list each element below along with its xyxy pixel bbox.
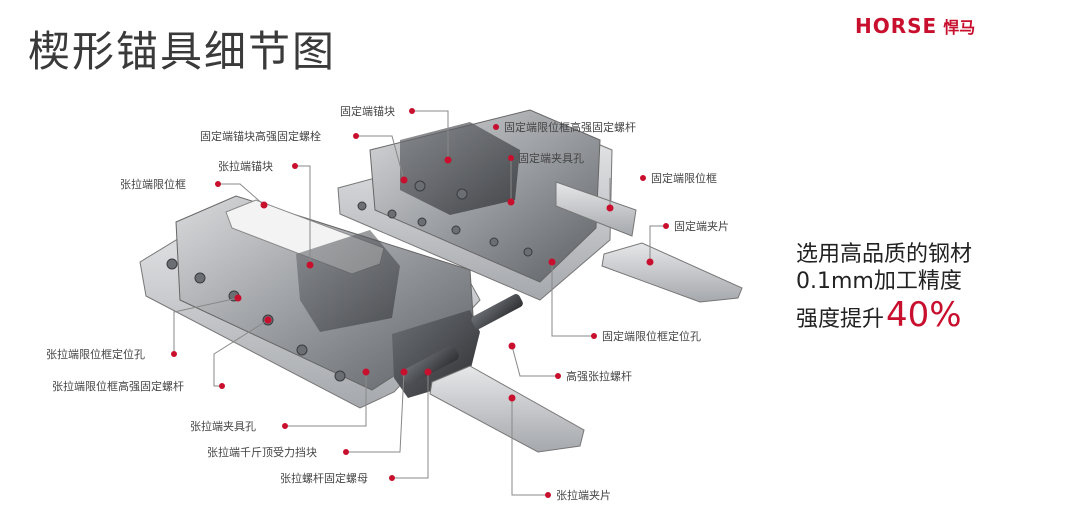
label-text: 高强张拉螺杆 [566,369,632,383]
label-tension-limit-frame-bolt: 张拉端限位框高强固定螺杆 [52,379,225,393]
fixed-bolts [357,180,533,257]
label-fixed-anchor-block: 固定端锚块 [340,104,415,118]
label-fixed-clamp-plate: 固定端夹片 [663,219,729,233]
label-tension-clamp-plate: 张拉端夹片 [545,488,611,502]
tension-anchor-block-part [296,230,400,332]
brand-logo: HORSE 悍马 [855,14,976,38]
label-tension-nut: 张拉螺杆固定螺母 [280,471,395,485]
label-fixed-limit-frame: 固定端限位框 [640,171,717,185]
label-text: 固定端锚块 [340,104,395,118]
feature-precision: 0.1mm加工精度 [796,269,962,294]
label-tension-jack-block: 张拉端千斤顶受力挡块 [207,445,349,459]
label-text: 张拉端限位框 [120,177,186,191]
brand-mark: HORSE [855,14,938,38]
label-tension-screw: 高强张拉螺杆 [555,369,632,383]
fixed-clamp-plate-part [601,242,743,303]
label-fixed-anchor-bolt: 固定端锚块高强固定螺栓 [200,129,359,143]
label-text: 固定端限位框定位孔 [602,329,701,343]
label-text: 张拉端夹具孔 [190,419,256,433]
tension-screw-part [401,294,523,385]
label-text: 固定端限位框高强固定螺杆 [504,120,636,134]
label-text: 固定端锚块高强固定螺栓 [200,129,321,143]
label-text: 固定端限位框 [651,171,717,185]
feature-strength-value: 40% [886,295,962,335]
label-text: 固定端夹具孔 [518,151,584,165]
tension-end-assembly [139,195,523,409]
part-dots [234,156,654,402]
feature-strength-text: 强度提升 [796,307,885,332]
label-fixed-clamp-hole: 固定端夹具孔 [508,151,584,165]
label-text: 固定端夹片 [674,219,729,233]
label-tension-limit-frame-hole: 张拉端限位框定位孔 [46,347,177,361]
label-tension-anchor-block: 张拉端锚块 [218,159,298,173]
label-tension-limit-frame: 张拉端限位框 [120,177,221,191]
label-text: 张拉端限位框定位孔 [46,347,145,361]
label-text: 张拉端限位框高强固定螺杆 [52,379,184,393]
fixed-limit-frame-wing [555,181,637,237]
fixed-anchor-block-part [400,122,520,215]
brand-name: 悍马 [943,18,976,37]
label-fixed-limit-frame-hole: 固定端限位框定位孔 [591,329,701,343]
leader-lines [173,110,666,496]
tension-clamp-plate-part [429,365,585,453]
label-text: 张拉端千斤顶受力挡块 [207,445,317,459]
label-text: 张拉螺杆固定螺母 [280,471,368,485]
feature-strength: 强度提升40% [796,295,962,335]
label-text: 张拉端锚块 [218,159,273,173]
feature-steel: 选用高品质的钢材 [796,242,973,267]
label-text: 张拉端夹片 [556,488,611,502]
tension-bolts [166,258,346,382]
label-fixed-limit-frame-bolt: 固定端限位框高强固定螺杆 [493,120,636,134]
page-title: 楔形锚具细节图 [28,27,337,76]
label-tension-clamp-hole: 张拉端夹具孔 [190,419,288,433]
fixed-end-assembly [337,109,637,301]
